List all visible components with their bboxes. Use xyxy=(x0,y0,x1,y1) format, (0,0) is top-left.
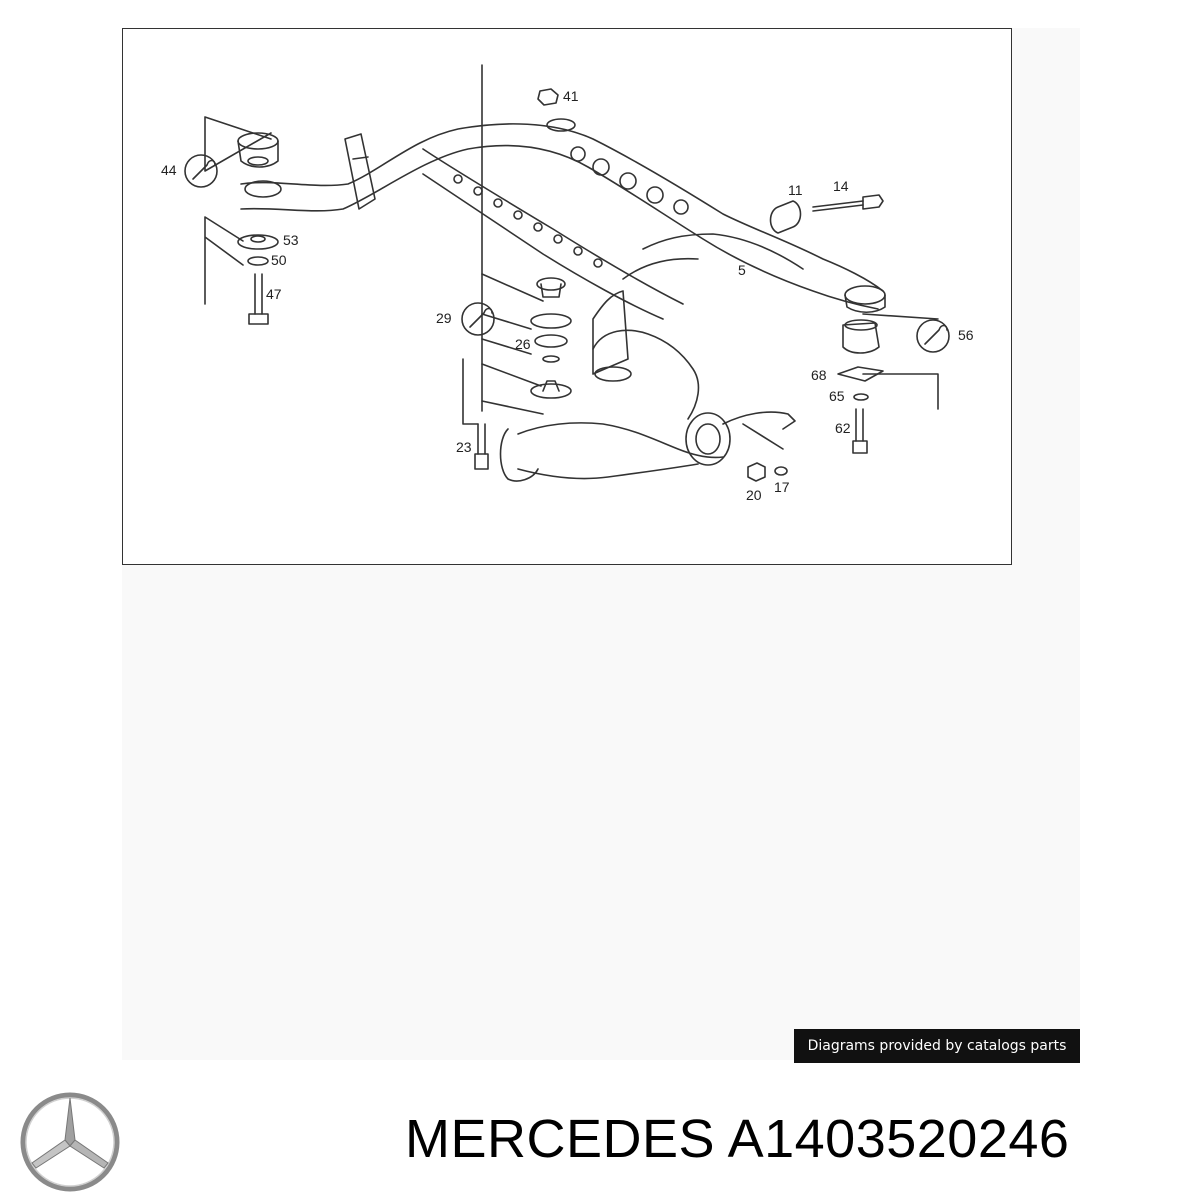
callout-29: 29 xyxy=(436,310,452,326)
credit-badge: Diagrams provided by catalogs parts xyxy=(794,1029,1080,1063)
credit-text: Diagrams provided by catalogs parts xyxy=(807,1038,1067,1054)
callout-26: 26 xyxy=(515,336,531,352)
part-number: A1403520246 xyxy=(727,1109,1070,1169)
callout-23: 23 xyxy=(456,439,472,455)
callout-14: 14 xyxy=(833,178,849,194)
parts-diagram: 41 44 11 14 53 50 5 47 29 56 26 68 65 23… xyxy=(122,28,1012,565)
callout-68: 68 xyxy=(811,367,827,383)
brand-name: MERCEDES xyxy=(405,1109,716,1169)
callout-47: 47 xyxy=(266,286,282,302)
callout-5: 5 xyxy=(738,262,746,278)
exploded-view-drawing: 41 44 11 14 53 50 5 47 29 56 26 68 65 23… xyxy=(161,64,974,503)
product-title: MERCEDES A1403520246 xyxy=(405,1108,1069,1170)
callout-17: 17 xyxy=(774,479,790,495)
callout-20: 20 xyxy=(746,487,762,503)
callout-65: 65 xyxy=(829,388,845,404)
callout-62: 62 xyxy=(835,420,851,436)
callout-50: 50 xyxy=(271,252,287,268)
callout-53: 53 xyxy=(283,232,299,248)
callout-labels: 41 44 11 14 53 50 5 47 29 56 26 68 65 23… xyxy=(161,88,974,503)
callout-44: 44 xyxy=(161,162,177,178)
callout-56: 56 xyxy=(958,327,974,343)
callout-11: 11 xyxy=(788,182,803,198)
mercedes-star-logo xyxy=(20,1092,120,1192)
callout-41: 41 xyxy=(563,88,579,104)
